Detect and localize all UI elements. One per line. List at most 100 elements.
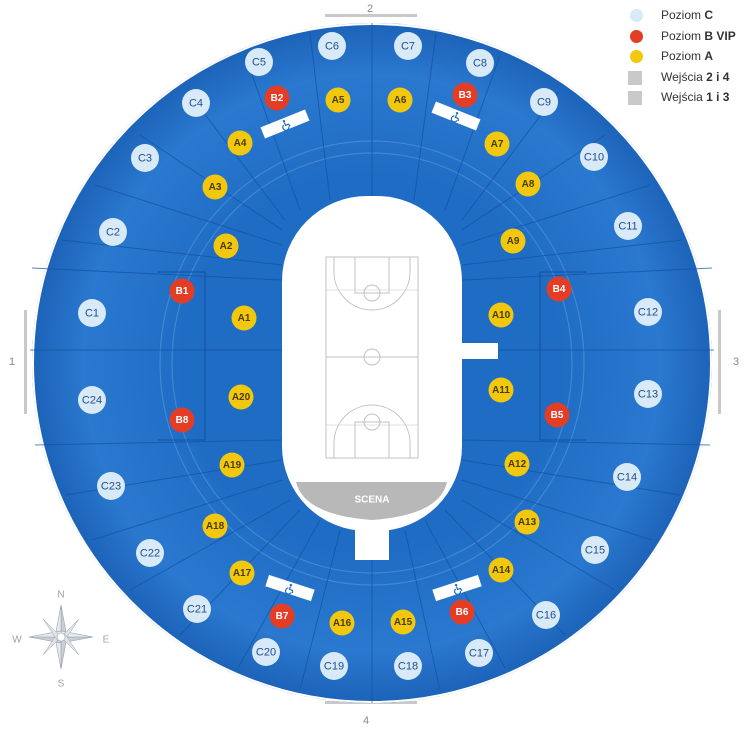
section-c14[interactable]: C14 — [613, 463, 641, 491]
section-a1[interactable]: A1 — [231, 305, 257, 331]
section-c20[interactable]: C20 — [252, 638, 280, 666]
wheelchair-icon — [453, 583, 463, 595]
arena-floor — [282, 196, 462, 531]
section-marker-dot — [97, 472, 125, 500]
section-label: A9 — [507, 236, 520, 247]
section-a17[interactable]: A17 — [229, 560, 255, 586]
section-c3[interactable]: C3 — [131, 144, 159, 172]
section-label: A8 — [522, 179, 535, 190]
section-c21[interactable]: C21 — [183, 595, 211, 623]
section-label: A13 — [518, 517, 537, 528]
section-marker-dot — [614, 212, 642, 240]
section-a9[interactable]: A9 — [500, 228, 526, 254]
section-b4[interactable]: B4 — [546, 276, 572, 302]
section-a20[interactable]: A20 — [228, 384, 254, 410]
section-a13[interactable]: A13 — [514, 509, 540, 535]
legend-swatch-level-c — [630, 9, 643, 22]
section-divider — [461, 479, 653, 541]
section-label: C10 — [584, 151, 604, 163]
section-label: A20 — [232, 392, 251, 403]
section-a19[interactable]: A19 — [219, 452, 245, 478]
section-label: B7 — [276, 611, 289, 622]
vip-box-west — [158, 271, 206, 441]
section-c22[interactable]: C22 — [136, 539, 164, 567]
section-a14[interactable]: A14 — [488, 557, 514, 583]
section-a8[interactable]: A8 — [515, 171, 541, 197]
section-divider — [129, 499, 291, 591]
section-divider — [424, 519, 506, 669]
section-marker-dot — [504, 451, 530, 477]
entrance-bar-1 — [24, 310, 27, 414]
section-divider — [299, 529, 341, 691]
section-a5[interactable]: A5 — [325, 87, 351, 113]
section-a11[interactable]: A11 — [488, 377, 514, 403]
section-b6[interactable]: B6 — [449, 599, 475, 625]
section-b7[interactable]: B7 — [269, 603, 295, 629]
stage — [296, 482, 447, 520]
section-b3[interactable]: B3 — [452, 82, 478, 108]
section-label: C11 — [618, 220, 637, 232]
section-label: A19 — [223, 460, 242, 471]
section-c5[interactable]: C5 — [245, 48, 273, 76]
section-a2[interactable]: A2 — [213, 233, 239, 259]
section-marker-dot — [465, 639, 493, 667]
legend-swatch-horizontal-entrance — [628, 70, 642, 85]
section-c23[interactable]: C23 — [97, 472, 125, 500]
section-c12[interactable]: C12 — [634, 298, 662, 326]
section-c18[interactable]: C18 — [394, 652, 422, 680]
section-label: C13 — [638, 388, 658, 400]
compass-label-w: W — [12, 635, 22, 646]
accessible-ramp — [431, 101, 481, 131]
section-label: B6 — [456, 607, 469, 618]
section-label: C6 — [325, 40, 339, 52]
section-c19[interactable]: C19 — [320, 652, 348, 680]
section-label: C14 — [617, 471, 637, 483]
section-c17[interactable]: C17 — [465, 639, 493, 667]
legend-item-entrances-2-4: Wejścia 2 i 4 — [628, 68, 746, 89]
section-c16[interactable]: C16 — [532, 601, 560, 629]
section-c24[interactable]: C24 — [78, 386, 106, 414]
section-c7[interactable]: C7 — [394, 32, 422, 60]
section-c10[interactable]: C10 — [580, 143, 608, 171]
section-c15[interactable]: C15 — [581, 536, 609, 564]
section-divider — [237, 519, 321, 669]
legend: Poziom C Poziom B VIP Poziom A Wejścia 2… — [628, 6, 746, 109]
section-a15[interactable]: A15 — [390, 609, 416, 635]
section-b1[interactable]: B1 — [169, 278, 195, 304]
section-c8[interactable]: C8 — [466, 49, 494, 77]
section-a16[interactable]: A16 — [329, 610, 355, 636]
section-c2[interactable]: C2 — [99, 218, 127, 246]
section-marker-dot — [514, 509, 540, 535]
section-a12[interactable]: A12 — [504, 451, 530, 477]
section-marker-dot — [544, 402, 570, 428]
section-label: C19 — [324, 660, 344, 672]
section-a18[interactable]: A18 — [202, 513, 228, 539]
section-label: A17 — [233, 568, 252, 579]
section-c9[interactable]: C9 — [530, 88, 558, 116]
section-label: A11 — [492, 385, 510, 396]
section-c4[interactable]: C4 — [182, 89, 210, 117]
section-b2[interactable]: B2 — [264, 85, 290, 111]
section-marker-dot — [231, 305, 257, 331]
section-b8[interactable]: B8 — [169, 407, 195, 433]
section-b5[interactable]: B5 — [544, 402, 570, 428]
entrance-bar-3 — [718, 310, 721, 414]
section-marker-dot — [183, 595, 211, 623]
section-c1[interactable]: C1 — [78, 299, 106, 327]
section-a6[interactable]: A6 — [387, 87, 413, 113]
section-a4[interactable]: A4 — [227, 130, 253, 156]
section-c6[interactable]: C6 — [318, 32, 346, 60]
section-label: C12 — [638, 306, 658, 318]
section-label: B3 — [459, 90, 472, 101]
section-label: A14 — [492, 565, 511, 576]
section-c13[interactable]: C13 — [634, 380, 662, 408]
section-c11[interactable]: C11 — [614, 212, 642, 240]
section-a10[interactable]: A10 — [488, 302, 514, 328]
section-a3[interactable]: A3 — [202, 174, 228, 200]
section-label: C4 — [189, 97, 203, 109]
section-marker-dot — [131, 144, 159, 172]
south-tunnel — [355, 520, 389, 560]
section-a7[interactable]: A7 — [484, 131, 510, 157]
basketball-court — [325, 256, 419, 459]
section-divider — [94, 184, 283, 246]
